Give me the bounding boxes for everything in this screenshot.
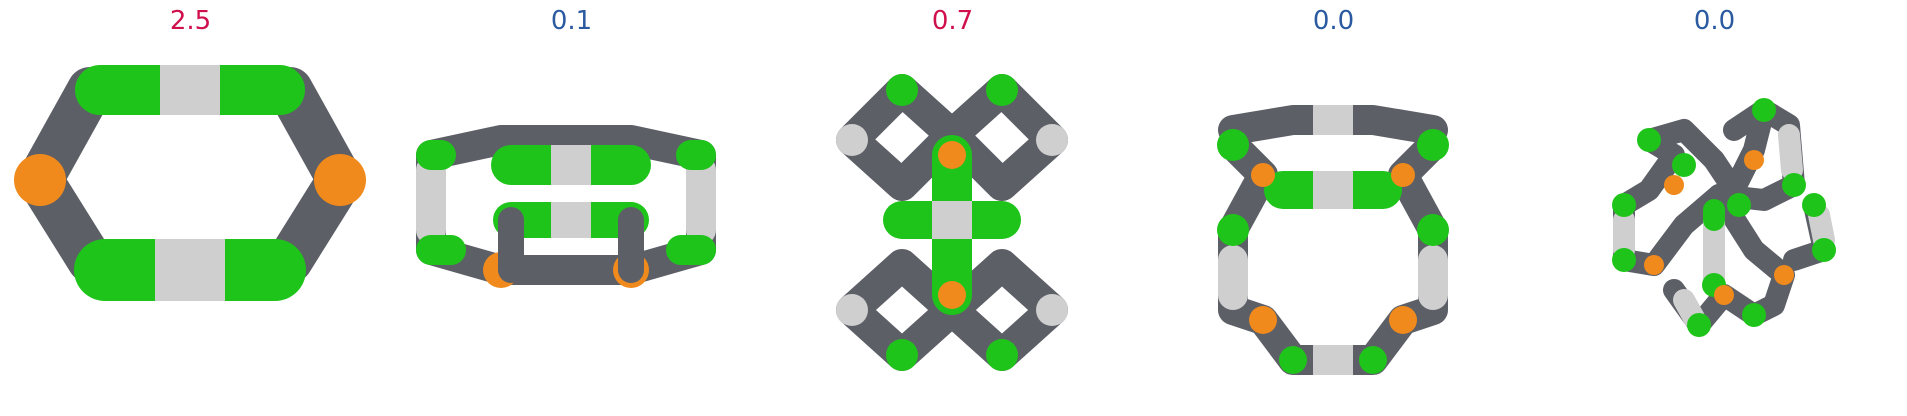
score-label-2: 0.1 [550,6,593,36]
score-label-3: 0.7 [931,6,974,36]
structure-panel-1: 2.5 [0,0,381,416]
structure-panel-3: 0.7 [762,0,1143,416]
score-label-1: 2.5 [169,6,212,36]
structure-panel-2: 0.1 [381,0,762,416]
structure-twisted-cage [1612,98,1836,337]
score-label-5: 0.0 [1693,6,1736,36]
structure-cage-front [1217,105,1449,375]
structure-stacked-rings [416,125,716,288]
structure-hexagonal-ring [14,65,366,301]
structure-panel-4: 0.0 [1143,0,1524,416]
score-label-4: 0.0 [1312,6,1355,36]
structure-panel-5: 0.0 [1524,0,1905,416]
structure-four-petal-cross [836,74,1068,371]
